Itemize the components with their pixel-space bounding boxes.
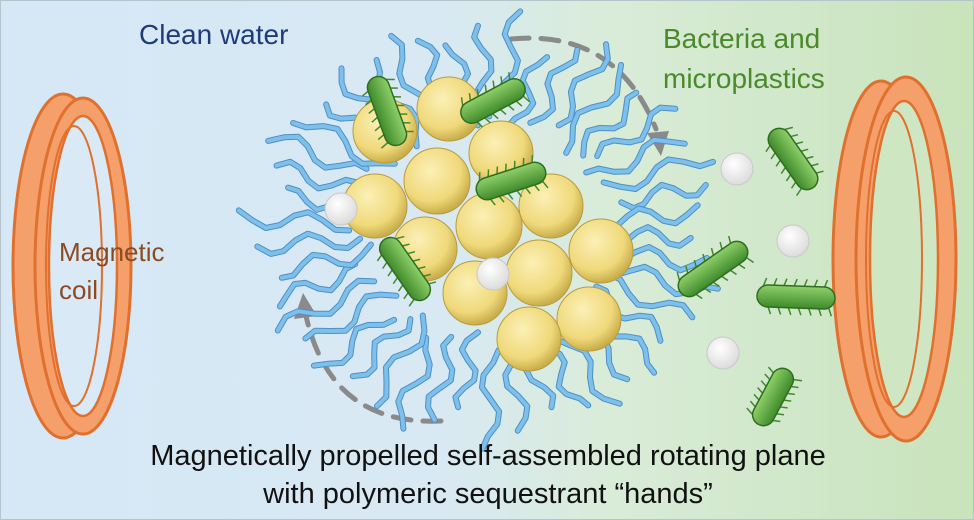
polymer-strand [584,137,687,175]
bacteria-label-line-2: microplastics [663,63,825,94]
particle [518,173,584,239]
magnetic-label-line-1: Magnetic [59,237,165,267]
microplastic-particle [720,152,754,186]
bacterium-flagellum [827,307,833,317]
polymer-strand [236,208,352,233]
polymer-strand [602,203,700,230]
polymer-strand [311,317,397,368]
polymer-strand [279,242,373,280]
bacterium [475,155,549,206]
polymer-strand [556,42,610,128]
bacterium-flagellum [380,142,389,149]
bacterium-flagellum [478,172,481,181]
bacterium-flagellum [542,180,549,189]
polymer-strand [266,134,369,171]
bacterium-flagellum [522,95,531,103]
microplastics [324,152,810,370]
bacterium-flagellum [746,257,755,264]
upper-rotation-arrow [508,35,659,132]
bacterium-body [751,367,795,427]
microplastic-particle [476,257,510,291]
caption-line-2: with polymeric sequestrant “hands” [263,478,713,510]
polymer-strand-outline [425,333,456,423]
magnetic-coil-label: Magnetic coil [59,233,165,309]
bacterium [460,72,531,128]
polymer-strand [350,317,413,379]
microplastic-particle [324,192,358,226]
particle [568,218,634,284]
polymer-strand [277,262,358,309]
polymer-strand [595,105,678,158]
bacterium [376,235,437,307]
bacteria-microplastics-label: Bacteria and microplastics [663,19,825,99]
caption-line-1: Magnetically propelled self-assembled ro… [150,440,826,472]
polymer-strand [396,335,432,431]
bacterium [756,277,836,317]
bacterium-flagellum [676,271,681,281]
bacterium-body [767,127,819,191]
polymer-strand [374,313,427,409]
bacterium [765,126,824,196]
polymer-strand [255,231,362,256]
bacterium [361,75,414,149]
bacterium [676,235,755,300]
bacterium-body [756,284,836,310]
bacterium-flagellum [795,188,803,196]
bacterium-flagellum [746,407,753,415]
bacteria-label-line-1: Bacteria and [663,23,821,54]
bacterium-flagellum [408,298,415,307]
particle [496,306,562,372]
polymer-strand [581,90,639,158]
polymer-strand [303,292,399,341]
upper-arrowhead [647,131,669,156]
particle [505,239,573,307]
bacterium-body [677,240,749,298]
lower-rotation-arrow [303,313,444,424]
bacterium-body [366,75,408,147]
right-magnetic-coil [831,75,958,443]
magnetic-label-line-2: coil [59,275,99,305]
bacteria [361,72,836,427]
bacterium-flagellum [386,78,395,81]
polymer-strand [505,55,550,129]
particle [455,192,523,260]
microplastic-particle [706,336,740,370]
bacterium-flagellum [784,126,794,131]
bacterium-flagellum [395,235,405,240]
bacterium [746,366,803,427]
polymer-strand [275,278,377,333]
polymer-strand [564,63,624,155]
particle [556,286,622,352]
bacterium-flagellum [793,378,803,382]
bacterium-flagellum [460,97,464,106]
polymer-strand [453,330,480,410]
figure-caption: Magnetically propelled self-assembled ro… [1,437,973,513]
polymer-strand [528,47,580,125]
clean-water-label: Clean water [139,19,289,50]
particle [403,147,471,215]
polymer-strand [480,348,502,451]
polymer-strand [601,157,715,191]
bacterium-body [475,161,547,201]
bacterium-flagellum [762,277,768,287]
bacterium-body [378,236,432,302]
microplastic-particle [776,224,810,258]
polymer-strand [291,120,397,166]
left-magnetic-coil [11,92,133,440]
bacterium-body [460,77,526,125]
polymer-strand [426,334,455,422]
polymer-strand-outline [254,230,363,257]
